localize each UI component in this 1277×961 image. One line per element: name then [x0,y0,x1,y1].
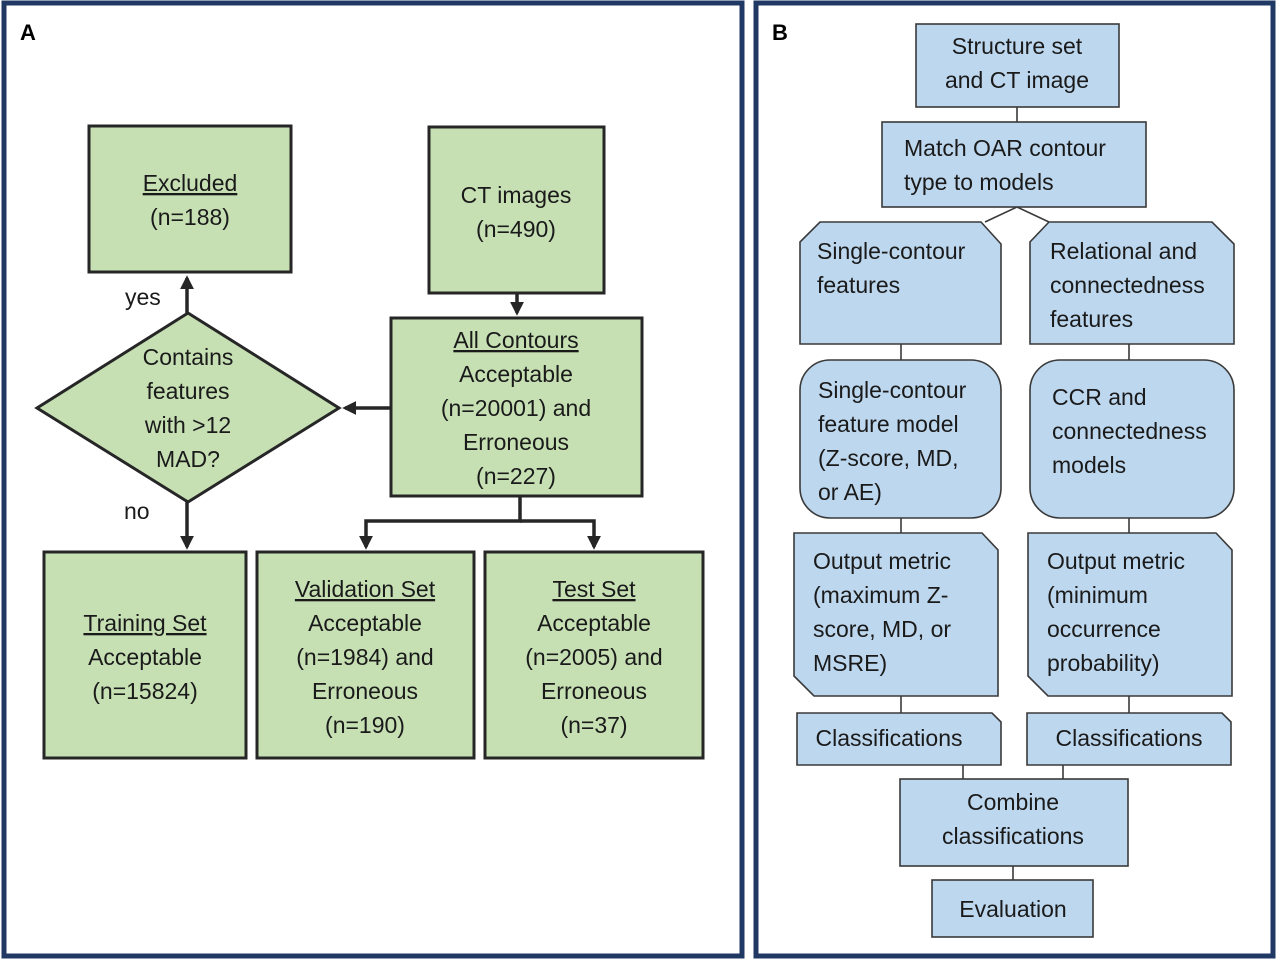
single-contour-features-box: Single-contour features [799,221,1002,345]
match-oar-line-2: type to models [904,169,1054,195]
excluded-box: Excluded (n=188) [87,124,293,274]
no-label: no [124,498,150,524]
ccr-models-line-2: connectedness [1052,418,1207,444]
relational-features-line-1: Relational and [1050,238,1197,264]
excluded-count: (n=188) [150,204,230,230]
combine-line-2: classifications [942,823,1084,849]
test-set-line-1: Acceptable [537,610,651,636]
validation-set-title: Validation Set [295,576,436,602]
output-metric-left-line-2: (maximum Z- [813,582,948,608]
test-set-line-3: Erroneous [541,678,647,704]
test-set-box: Test Set Acceptable (n=2005) and Erroneo… [483,550,705,760]
arrow-to-validation [359,497,522,550]
panel-b-label: B [772,20,788,45]
test-set-line-2: (n=2005) and [525,644,662,670]
validation-set-line-2: (n=1984) and [296,644,433,670]
single-contour-features-line-2: features [817,272,900,298]
output-metric-left-line-1: Output metric [813,548,951,574]
ct-images-label: CT images [461,182,572,208]
ct-images-count: (n=490) [476,216,556,242]
ccr-models-box: CCR and connectedness models [1029,359,1235,519]
single-contour-model-line-3: (Z-score, MD, [818,445,959,471]
training-set-box: Training Set Acceptable (n=15824) [42,550,248,760]
decision-line-3: with >12 [144,412,231,438]
structure-set-line-1: Structure set [952,33,1083,59]
arrow-to-test [520,519,601,550]
decision-line-4: MAD? [156,446,220,472]
ct-images-box: CT images (n=490) [427,125,606,295]
validation-set-line-1: Acceptable [308,610,422,636]
training-set-title: Training Set [83,610,207,636]
single-contour-model-box: Single-contour feature model (Z-score, M… [799,359,1002,519]
structure-set-box: Structure set and CT image [915,23,1120,108]
relational-features-box: Relational and connectedness features [1029,221,1235,345]
classifications-right-label: Classifications [1056,725,1203,751]
combine-box: Combine classifications [899,778,1129,867]
training-set-line-2: (n=15824) [92,678,198,704]
evaluation-label: Evaluation [959,896,1066,922]
validation-set-box: Validation Set Acceptable (n=1984) and E… [255,550,476,760]
relational-features-line-2: connectedness [1050,272,1205,298]
single-contour-features-line-1: Single-contour [817,238,966,264]
all-contours-box: All Contours Acceptable (n=20001) and Er… [389,316,644,498]
single-contour-model-line-1: Single-contour [818,377,967,403]
all-contours-line-4: (n=227) [476,463,556,489]
ccr-models-line-3: models [1052,452,1126,478]
output-metric-left-line-4: MSRE) [813,650,887,676]
all-contours-title: All Contours [453,327,578,353]
structure-set-line-2: and CT image [945,67,1089,93]
decision-diamond: Contains features with >12 MAD? [34,311,342,504]
test-set-line-4: (n=37) [560,712,627,738]
relational-features-line-3: features [1050,306,1133,332]
validation-set-line-4: (n=190) [325,712,405,738]
excluded-title: Excluded [143,170,238,196]
panel-a-label: A [20,20,36,45]
output-metric-right-line-3: occurrence [1047,616,1161,642]
output-metric-right-line-2: (minimum [1047,582,1148,608]
output-metric-left-line-3: score, MD, or [813,616,951,642]
all-contours-line-1: Acceptable [459,361,573,387]
classifications-right-box: Classifications [1026,712,1232,766]
match-oar-line-1: Match OAR contour [904,135,1106,161]
output-metric-left-box: Output metric (maximum Z- score, MD, or … [793,532,999,697]
output-metric-right-line-1: Output metric [1047,548,1185,574]
single-contour-model-line-2: feature model [818,411,959,437]
all-contours-line-3: Erroneous [463,429,569,455]
decision-line-1: Contains [143,344,234,370]
match-oar-box: Match OAR contour type to models [881,121,1147,208]
all-contours-line-2: (n=20001) and [441,395,591,421]
classifications-left-label: Classifications [816,725,963,751]
ccr-models-line-1: CCR and [1052,384,1147,410]
test-set-title: Test Set [552,576,636,602]
combine-line-1: Combine [967,789,1059,815]
yes-label: yes [125,284,161,310]
decision-line-2: features [146,378,229,404]
validation-set-line-3: Erroneous [312,678,418,704]
evaluation-box: Evaluation [931,879,1094,938]
output-metric-right-line-4: probability) [1047,650,1160,676]
training-set-line-1: Acceptable [88,644,202,670]
output-metric-right-box: Output metric (minimum occurrence probab… [1027,532,1233,697]
single-contour-model-line-4: or AE) [818,479,882,505]
classifications-left-box: Classifications [796,712,1002,766]
